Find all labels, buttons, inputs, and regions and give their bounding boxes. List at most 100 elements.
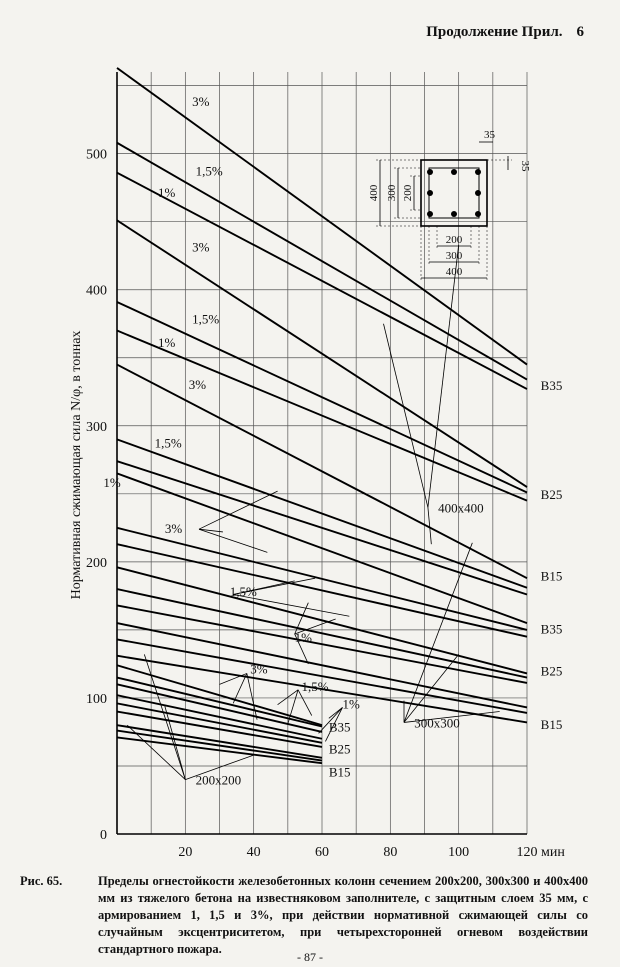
series-line <box>116 141 528 381</box>
page-header: Продолжение Прил.6 <box>426 24 584 41</box>
rebar-dot <box>451 211 457 217</box>
leader-line <box>185 754 254 780</box>
header-title: Продолжение Прил. <box>426 24 563 40</box>
series-line <box>116 301 528 494</box>
series-line <box>116 460 528 596</box>
series-line <box>116 676 323 728</box>
leader-line <box>232 673 248 704</box>
concrete-class-label: B15 <box>329 764 351 779</box>
leader-line <box>427 244 460 508</box>
rebar-dot <box>451 169 457 175</box>
dimension-label: 35 <box>484 129 496 141</box>
dimension-label: 400 <box>446 266 463 278</box>
reinforcement-cage <box>428 167 480 219</box>
rebar-dot <box>475 169 481 175</box>
leader-line <box>403 711 500 723</box>
series-line <box>116 622 528 709</box>
series-line <box>116 472 528 624</box>
leader-line <box>403 654 459 723</box>
series-line <box>116 588 528 679</box>
leader-line <box>198 528 223 533</box>
dimension-label: 400 <box>368 184 380 201</box>
leader-line <box>143 654 186 780</box>
rebar-dot <box>475 190 481 196</box>
concrete-class-label: B25 <box>329 741 351 756</box>
curve-label: 1% <box>103 475 121 490</box>
series-line <box>116 702 323 744</box>
series-line <box>116 638 528 714</box>
curve-label: 1% <box>158 335 176 350</box>
page-number: - 87 - <box>297 950 323 964</box>
series-line <box>116 604 528 684</box>
concrete-class-label: B35 <box>541 378 563 393</box>
leader-line <box>297 689 313 716</box>
y-tick-label: 300 <box>86 420 107 435</box>
dimension-label: 35 <box>519 161 531 173</box>
section-group-label: 400x400 <box>438 500 484 515</box>
x-tick-label: 80 <box>383 845 397 860</box>
figure-caption-label: Рис. 65. <box>20 874 63 888</box>
rebar-dot <box>427 211 433 217</box>
dimension-label: 200 <box>402 184 414 201</box>
concrete-class-label: B35 <box>329 720 351 735</box>
series-line <box>116 724 323 759</box>
figure-caption: Рис. 65. Пределы огнестойкости железобет… <box>20 873 588 957</box>
leader-line <box>294 618 336 635</box>
x-tick-label: 100 <box>448 845 469 860</box>
curve-label: 1% <box>343 697 361 712</box>
series-line <box>116 526 528 631</box>
x-tick-label: 120 <box>517 845 538 860</box>
dimension-label: 300 <box>446 250 463 262</box>
series-line <box>116 543 528 638</box>
rebar-dot <box>427 190 433 196</box>
leader-line <box>318 707 343 734</box>
section-group-label: 200x200 <box>196 773 242 788</box>
leader-line <box>198 490 278 530</box>
series-line <box>116 171 528 390</box>
column-section-inset: 400 300 200 200 300 400 35 35 <box>368 129 531 282</box>
series-line <box>116 736 323 765</box>
rebar-dot <box>475 211 481 217</box>
concrete-class-label: B25 <box>541 487 563 502</box>
column-outline <box>420 159 488 227</box>
curve-label: 1,5% <box>302 679 329 694</box>
curve-label: 3% <box>189 377 207 392</box>
leader-line <box>287 689 299 724</box>
chart-labels: 3%1,5%1%3%1,5%1%3%1,5%1%3%1,5%1%3%1,5%1%… <box>103 94 562 788</box>
concrete-class-label: B35 <box>541 622 563 637</box>
leader-line <box>328 707 343 719</box>
x-tick-label: 40 <box>247 845 261 860</box>
leader-line <box>325 707 343 742</box>
series-line <box>116 67 528 366</box>
series-line <box>116 729 323 762</box>
dimension-label: 300 <box>386 184 398 201</box>
series-line <box>116 654 528 724</box>
chart-series <box>116 67 528 765</box>
series-line <box>116 694 323 740</box>
curve-label: 3% <box>250 661 268 676</box>
curve-label: 3% <box>165 521 183 536</box>
chart-grid <box>116 72 528 835</box>
curve-label: 1,5% <box>192 312 219 327</box>
x-axis-unit: мин <box>541 845 565 860</box>
rebar-dot <box>427 169 433 175</box>
series-line <box>116 710 323 748</box>
y-tick-label: 100 <box>86 692 107 707</box>
y-tick-label: 200 <box>86 556 107 571</box>
leader-line <box>277 689 299 706</box>
series-line <box>116 566 528 675</box>
series-line <box>116 363 528 580</box>
concrete-class-label: B15 <box>541 717 563 732</box>
curve-label: 3% <box>192 240 210 255</box>
curve-label: 1% <box>295 630 313 645</box>
section-group-label: 300x300 <box>414 715 460 730</box>
dimension-label: 200 <box>446 234 463 246</box>
leader-line <box>403 542 473 723</box>
leader-line <box>294 602 309 635</box>
leader-line <box>233 577 316 595</box>
curve-label: 3% <box>192 94 210 109</box>
series-line <box>116 329 528 502</box>
leader-line <box>233 594 350 617</box>
